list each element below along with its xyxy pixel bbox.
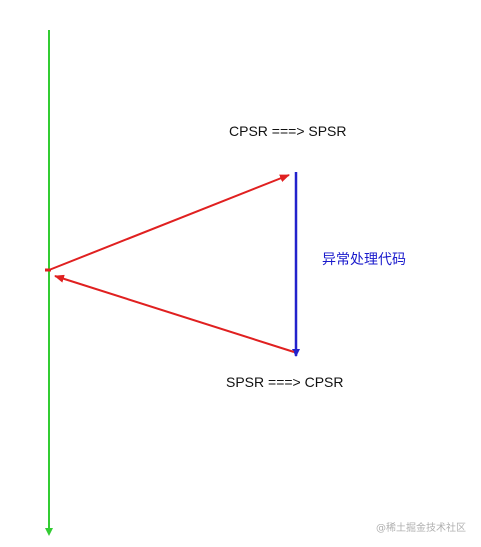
exception-entry-arrow [48,174,290,271]
exception-handler-label: 异常处理代码 [322,252,406,268]
watermark-text: @稀土掘金技术社区 [376,523,466,534]
cpsr-to-spsr-label: CPSR ===> SPSR [229,123,347,139]
exception-return-arrow [54,274,295,353]
spsr-to-cpsr-label: SPSR ===> CPSR [226,374,344,390]
